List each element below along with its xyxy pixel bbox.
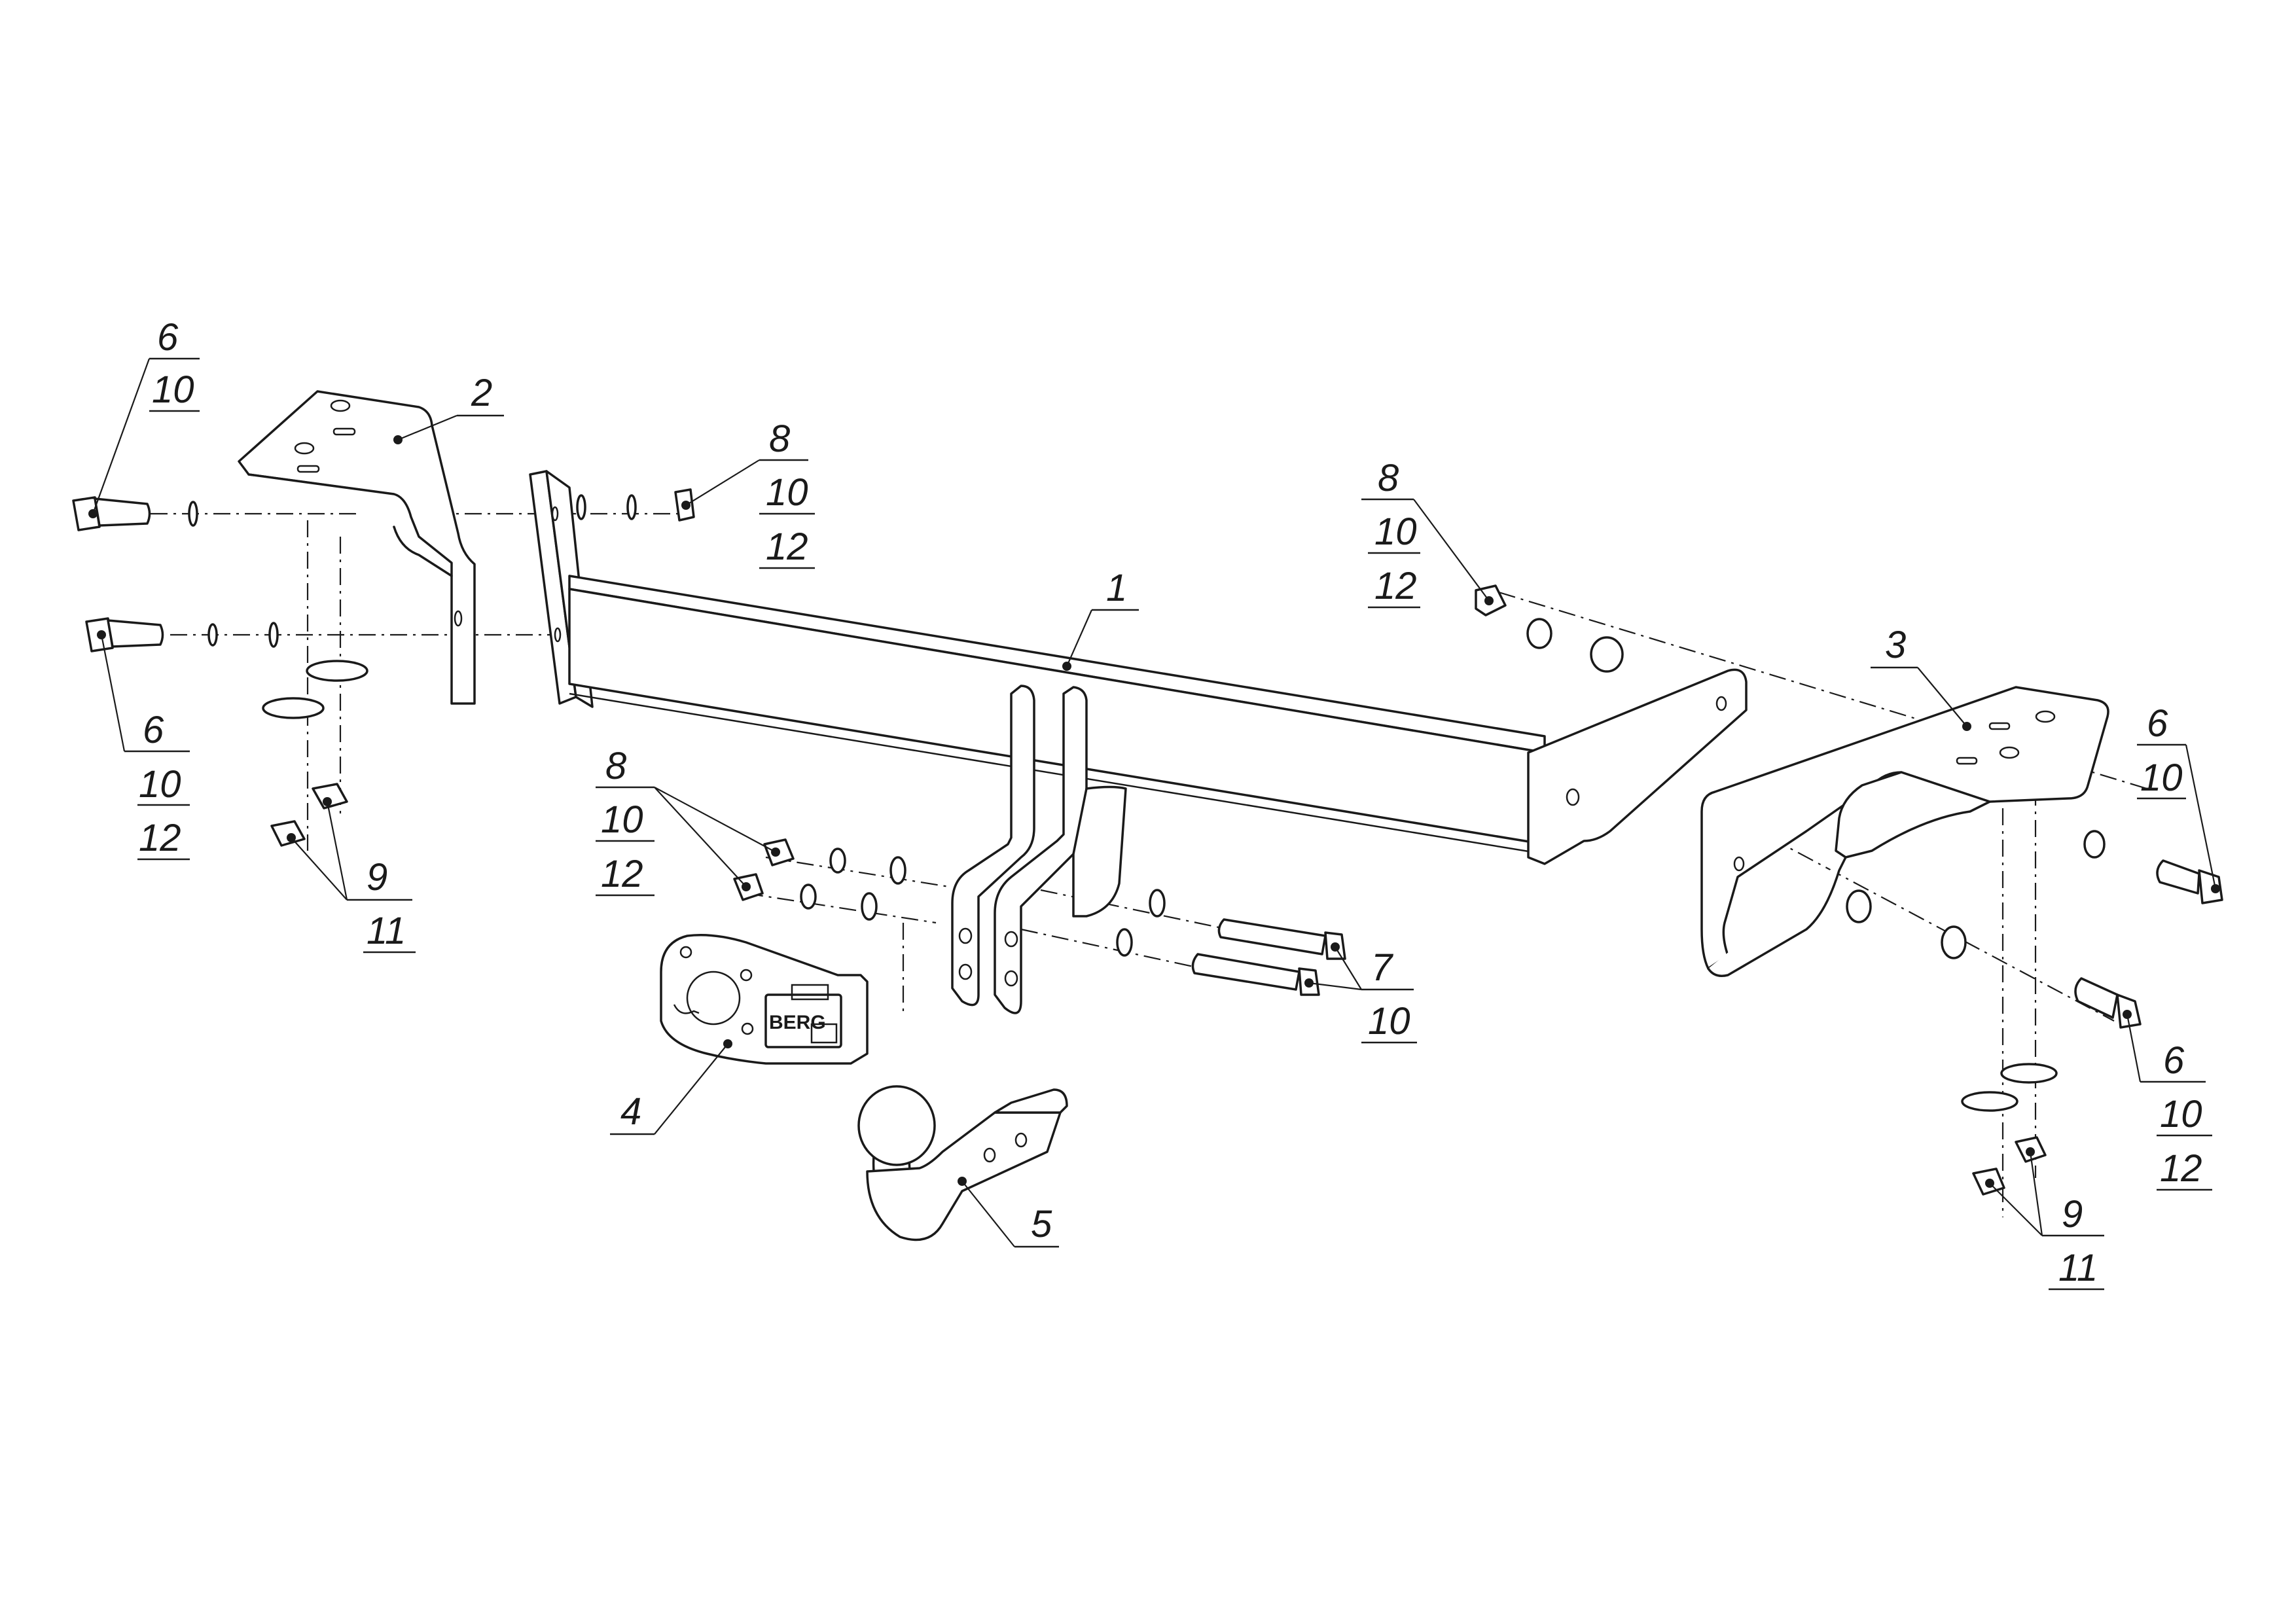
svg-text:6: 6 bbox=[2163, 1039, 2185, 1082]
svg-text:7: 7 bbox=[1371, 946, 1394, 989]
svg-text:3: 3 bbox=[1885, 624, 1906, 666]
washer bbox=[1149, 889, 1166, 918]
svg-text:10: 10 bbox=[601, 798, 643, 841]
callout-bolt-middle-left: 6 10 12 bbox=[97, 630, 190, 861]
washer bbox=[188, 501, 198, 527]
callout-nuts-bottom-left: 9 11 bbox=[287, 797, 416, 954]
callout-crossbar: 1 bbox=[1062, 567, 1139, 671]
washer bbox=[1116, 928, 1133, 957]
svg-text:5: 5 bbox=[1031, 1203, 1052, 1245]
nut-lower-left bbox=[312, 783, 348, 810]
callout-bolts-center: 7 10 bbox=[1304, 942, 1417, 1044]
washer bbox=[829, 847, 846, 874]
callout-nuts-bottom-right: 9 11 bbox=[1985, 1147, 2104, 1291]
svg-text:11: 11 bbox=[2058, 1247, 2098, 1289]
bolt-m12-center-upper bbox=[1217, 918, 1346, 960]
bolt-m12-center-lower bbox=[1191, 953, 1320, 996]
callout-nut-upper-right: 8 10 12 bbox=[1361, 457, 1494, 609]
svg-text:10: 10 bbox=[1374, 510, 1417, 553]
bracket-hole bbox=[330, 399, 351, 412]
washer bbox=[1846, 889, 1872, 923]
bracket-hole bbox=[454, 610, 463, 627]
washer bbox=[1590, 636, 1624, 673]
svg-text:10: 10 bbox=[139, 763, 181, 806]
washer bbox=[2083, 830, 2106, 859]
svg-text:4: 4 bbox=[620, 1090, 641, 1133]
callout-socket-plate: 4 bbox=[610, 1039, 732, 1135]
svg-text:8: 8 bbox=[605, 745, 626, 787]
callout-bolt-top-left: 6 10 bbox=[88, 316, 200, 518]
svg-text:6: 6 bbox=[143, 709, 164, 751]
svg-text:11: 11 bbox=[367, 910, 406, 952]
washer bbox=[889, 856, 906, 885]
bolt-m12-upper-right bbox=[2156, 859, 2223, 904]
callout-nut-upper-left: 8 10 12 bbox=[681, 418, 815, 569]
washer bbox=[800, 883, 817, 910]
left-mounting-bracket bbox=[238, 390, 476, 705]
assembly-axes bbox=[151, 512, 2147, 1217]
nut-lower-left bbox=[270, 820, 306, 847]
flat-washer bbox=[2000, 1063, 2058, 1084]
electrical-socket-plate: BERG bbox=[660, 934, 869, 1065]
right-mounting-bracket bbox=[1700, 686, 2109, 977]
bolt-m12-upper-left bbox=[72, 496, 151, 531]
main-crossbar bbox=[529, 470, 1748, 1014]
svg-text:1: 1 bbox=[1106, 567, 1127, 609]
bracket-hole bbox=[294, 442, 315, 455]
flat-washer bbox=[1961, 1091, 2018, 1112]
bolt-m12-middle-left bbox=[85, 617, 164, 652]
bolt-m12-lower-right bbox=[2074, 977, 2142, 1029]
svg-text:12: 12 bbox=[1374, 565, 1417, 607]
flat-washer bbox=[306, 660, 368, 682]
svg-text:12: 12 bbox=[601, 853, 643, 895]
washer bbox=[1941, 925, 1967, 959]
washer bbox=[576, 494, 586, 520]
svg-text:10: 10 bbox=[1368, 1000, 1410, 1043]
washer bbox=[1526, 618, 1552, 649]
svg-text:12: 12 bbox=[139, 817, 181, 859]
washer bbox=[861, 892, 878, 921]
svg-text:9: 9 bbox=[2062, 1193, 2083, 1236]
socket-plate-brand: BERG bbox=[769, 1012, 826, 1033]
flat-washer bbox=[262, 697, 325, 719]
svg-text:6: 6 bbox=[2147, 702, 2168, 745]
callout-bolt-top-right: 6 10 bbox=[2137, 702, 2220, 893]
svg-text:8: 8 bbox=[769, 418, 790, 460]
svg-text:10: 10 bbox=[2140, 757, 2183, 799]
svg-text:9: 9 bbox=[367, 856, 387, 899]
svg-text:12: 12 bbox=[766, 526, 808, 568]
svg-text:10: 10 bbox=[766, 471, 808, 514]
bracket-slot bbox=[332, 427, 356, 436]
callout-tow-ball: 5 bbox=[958, 1177, 1059, 1248]
svg-text:2: 2 bbox=[471, 372, 492, 414]
fasteners bbox=[72, 488, 2223, 1196]
callout-bolt-lower-right: 6 10 12 bbox=[2123, 1010, 2212, 1191]
svg-text:6: 6 bbox=[157, 316, 179, 359]
part-callouts: 6 10 2 8 10 12 6 10 bbox=[88, 316, 2220, 1291]
washer bbox=[207, 623, 218, 647]
svg-text:8: 8 bbox=[1378, 457, 1399, 499]
callout-left-bracket: 2 bbox=[393, 372, 504, 444]
svg-text:12: 12 bbox=[2160, 1147, 2202, 1190]
washer bbox=[626, 494, 637, 520]
bracket-slot bbox=[296, 465, 320, 473]
svg-text:10: 10 bbox=[2160, 1093, 2202, 1135]
tow-ball-hitch bbox=[857, 1085, 1068, 1241]
washer bbox=[268, 622, 279, 648]
callout-right-bracket: 3 bbox=[1871, 624, 1971, 731]
svg-text:10: 10 bbox=[152, 368, 194, 411]
callout-nuts-center: 8 10 12 bbox=[596, 745, 780, 897]
